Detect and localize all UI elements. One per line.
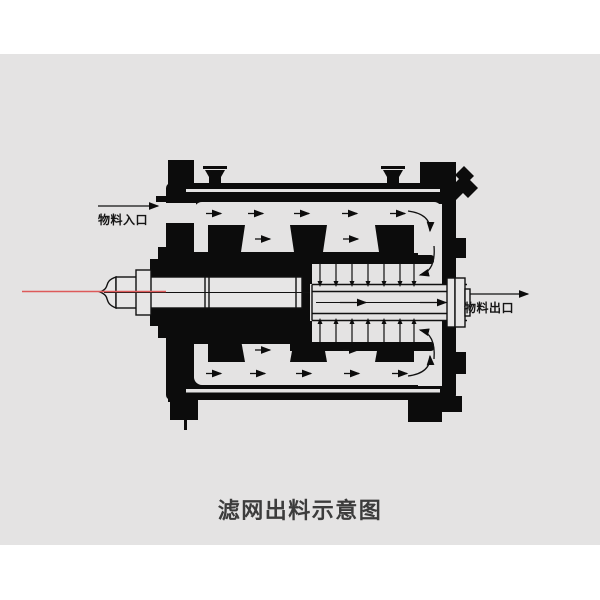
lower-channel xyxy=(194,362,442,385)
turn-up-arrow xyxy=(407,354,435,377)
screen-ticks xyxy=(317,263,417,342)
filter-bottom-wall xyxy=(290,342,434,351)
wrap-in-arrow xyxy=(418,245,435,277)
corner-valve-icon xyxy=(440,166,478,206)
vent-port-icon xyxy=(381,166,405,185)
turn-down-arrow xyxy=(407,210,435,233)
shaft-assembly xyxy=(98,269,310,316)
filter-top-wall xyxy=(290,255,434,264)
diagram-title: 滤网出料示意图 xyxy=(218,498,383,523)
inlet-opening xyxy=(166,203,196,223)
inlet-label: 物料入口 xyxy=(98,212,148,227)
right-foot xyxy=(408,398,442,422)
filter-screen-assembly xyxy=(192,252,434,351)
outlet-callout: 物料出口 xyxy=(464,290,530,315)
upper-channel xyxy=(194,202,442,225)
vent-port-icon xyxy=(203,166,227,185)
drain-stud xyxy=(184,402,187,430)
shaft-gland-upper xyxy=(150,233,192,278)
shaft-gland-lower xyxy=(150,307,192,350)
inlet-callout: 物料入口 xyxy=(98,202,160,227)
flow-arrows xyxy=(206,209,448,378)
outlet-flange xyxy=(446,277,456,328)
wrap-in-arrow xyxy=(418,328,435,360)
outlet-label: 物料出口 xyxy=(464,300,514,315)
